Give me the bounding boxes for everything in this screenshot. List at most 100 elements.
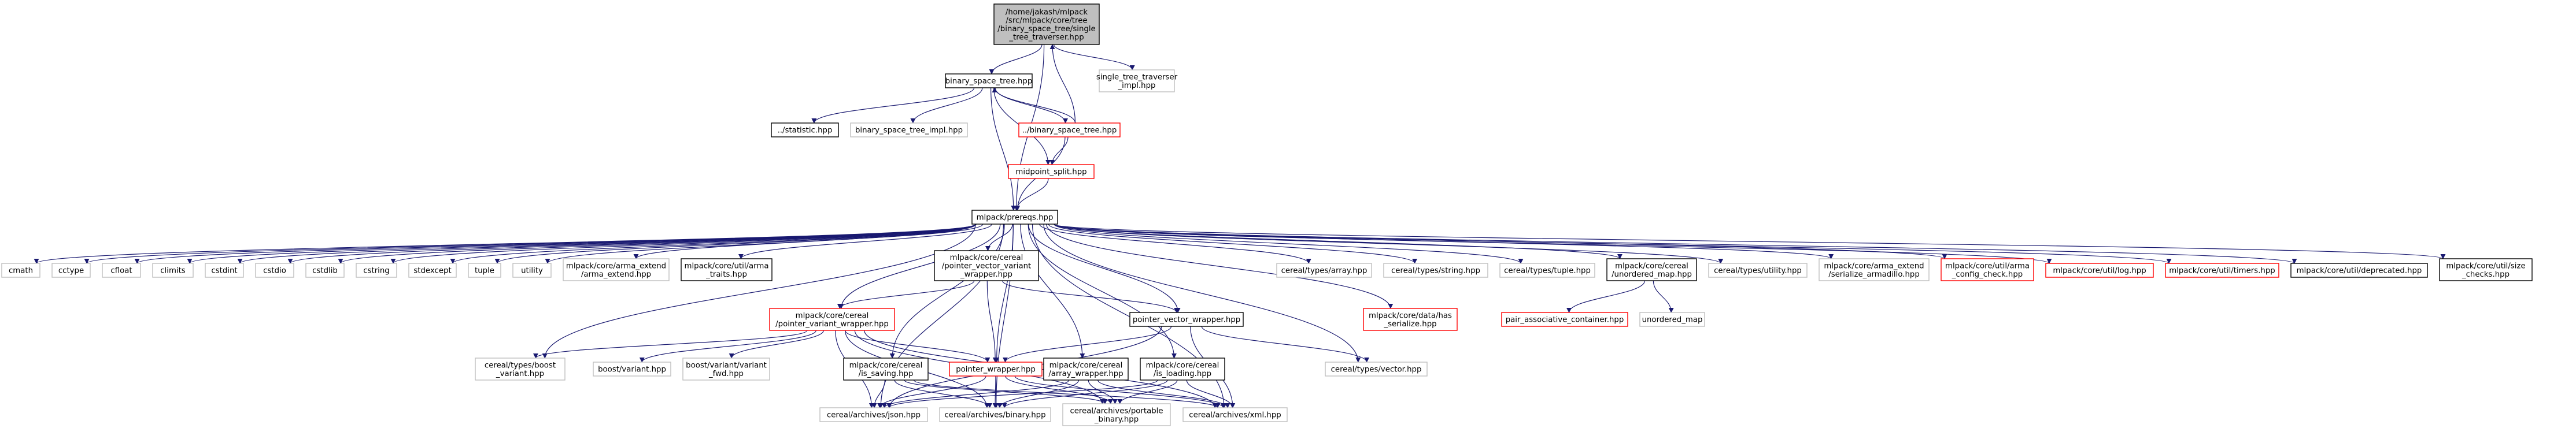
file-node-bsti[interactable]: binary_space_tree_impl.hpp: [850, 122, 968, 137]
file-node-box: [934, 250, 1039, 281]
file-node-label: cmath: [9, 267, 33, 276]
file-node-bvariant[interactable]: boost/variant.hpp: [593, 362, 671, 377]
file-node-log[interactable]: mlpack/core/util/log.hpp: [2045, 263, 2154, 278]
file-node-armaext[interactable]: mlpack/core/arma_extend/arma_extend.hpp: [563, 258, 670, 281]
file-node-portable[interactable]: cereal/archives/portable_binary.hpp: [1062, 403, 1171, 426]
file-node-cutil[interactable]: cereal/types/utility.hpp: [1708, 263, 1808, 278]
file-node-tuple[interactable]: tuple: [468, 263, 501, 278]
include-edge-umap-to-unmap: [1653, 280, 1674, 313]
file-node-xml[interactable]: cereal/archives/xml.hpp: [1182, 407, 1288, 422]
file-node-label: cereal/archives/json.hpp: [827, 411, 921, 420]
include-edge-ptrw-to-binary: [992, 375, 998, 408]
file-node-box: [939, 407, 1051, 422]
file-node-cstdint[interactable]: cstdint: [205, 263, 244, 278]
file-node-box: [2439, 258, 2533, 281]
file-node-box: [1383, 263, 1488, 278]
include-edge-prereq-to-cstring: [390, 224, 976, 264]
file-node-box: [1606, 258, 1697, 281]
include-edge-prereq-to-isload: [1028, 224, 1177, 359]
file-node-box: [1276, 263, 1372, 278]
file-node-label: _fwd.hpp: [708, 370, 744, 378]
file-node-label: cctype: [58, 267, 84, 276]
file-node-prereq[interactable]: mlpack/prereqs.hpp: [971, 210, 1058, 225]
file-node-json[interactable]: cereal/archives/json.hpp: [819, 407, 928, 422]
file-node-size[interactable]: mlpack/core/util/size_checks.hpp: [2439, 258, 2533, 281]
file-node-box: [512, 263, 552, 278]
file-node-box: [1140, 358, 1225, 381]
file-node-arrw[interactable]: mlpack/core/cereal/array_wrapper.hpp: [1043, 358, 1129, 381]
file-node-boostv[interactable]: cereal/types/boost_variant.hpp: [475, 358, 566, 381]
file-node-timers[interactable]: mlpack/core/util/timers.hpp: [2165, 263, 2279, 278]
file-node-bvfwd[interactable]: boost/variant/variant_fwd.hpp: [682, 358, 770, 381]
include-edge-prereq-to-pvecw: [1028, 224, 1181, 313]
file-node-label: mlpack/core/util/log.hpp: [2053, 267, 2146, 276]
file-node-umap[interactable]: mlpack/core/cereal/unordered_map.hpp: [1606, 258, 1697, 281]
include-edge-prereq-to-arrw: [1020, 224, 1085, 359]
include-edge-prereq-to-climits: [187, 224, 976, 264]
file-node-serarma[interactable]: mlpack/core/arma_extend/serialize_armadi…: [1819, 258, 1930, 281]
file-node-unmap[interactable]: unordered_map: [1639, 312, 1705, 327]
include-edge-issave-to-portable: [904, 379, 1108, 404]
file-node-box: [682, 358, 770, 381]
file-node-binary[interactable]: cereal/archives/binary.hpp: [939, 407, 1051, 422]
file-node-depr[interactable]: mlpack/core/util/deprecated.hpp: [2290, 263, 2428, 278]
file-node-root[interactable]: /home/jakash/mlpack/src/mlpack/core/tree…: [993, 3, 1100, 45]
file-node-cstdlib[interactable]: cstdlib: [305, 263, 345, 278]
file-node-dbst[interactable]: ../binary_space_tree.hpp: [1018, 122, 1121, 137]
file-node-stat[interactable]: ../statistic.hpp: [771, 122, 839, 137]
file-node-cfloat[interactable]: cfloat: [102, 263, 141, 278]
file-node-label: mlpack/core/cereal: [1146, 361, 1219, 370]
file-node-label: cereal/types/tuple.hpp: [1504, 267, 1591, 276]
file-node-string[interactable]: cereal/types/string.hpp: [1383, 263, 1488, 278]
file-node-label: mlpack/core/arma_extend: [566, 262, 666, 270]
file-node-issave[interactable]: mlpack/core/cereal/is_saving.hpp: [843, 358, 929, 381]
file-node-label: cfloat: [110, 267, 132, 276]
include-edge-prereq-to-armaext: [633, 224, 984, 259]
include-edge-prereq-to-cstdint: [237, 224, 976, 264]
file-node-ctuple[interactable]: cereal/types/tuple.hpp: [1499, 263, 1595, 278]
file-node-stti[interactable]: single_tree_traverser_impl.hpp: [1096, 69, 1178, 92]
file-node-mid[interactable]: midpoint_split.hpp: [1008, 164, 1095, 179]
file-node-stdexcept[interactable]: stdexcept: [408, 263, 457, 278]
include-edge-dbst-to-root: [1049, 44, 1076, 124]
file-node-box: [1941, 258, 2034, 281]
file-node-climits[interactable]: climits: [152, 263, 194, 278]
file-node-pvvw[interactable]: mlpack/core/cereal/pointer_vector_varian…: [934, 250, 1039, 281]
file-node-label: _impl.hpp: [1118, 81, 1156, 90]
file-node-box: [949, 362, 1043, 377]
file-node-cstring[interactable]: cstring: [356, 263, 397, 278]
include-edge-issave-to-xml: [913, 379, 1221, 408]
file-node-utility[interactable]: utility: [512, 263, 552, 278]
file-node-label: /src/mlpack/core/tree: [1006, 16, 1087, 25]
include-edge-pvw-to-bvfwd: [729, 330, 824, 359]
file-node-pairac[interactable]: pair_associative_container.hpp: [1501, 312, 1628, 327]
file-node-label: /is_saving.hpp: [859, 370, 914, 378]
file-node-pvw[interactable]: mlpack/core/cereal/pointer_variant_wrapp…: [769, 308, 895, 331]
file-node-box: [305, 263, 345, 278]
file-node-box: [102, 263, 141, 278]
file-node-isload[interactable]: mlpack/core/cereal/is_loading.hpp: [1140, 358, 1225, 381]
include-edge-issave-to-binary: [894, 379, 992, 408]
file-node-box: [945, 73, 1033, 88]
file-node-cmath[interactable]: cmath: [1, 263, 40, 278]
include-edge-isload-to-binary: [1001, 379, 1168, 408]
file-nodes: /home/jakash/mlpack/src/mlpack/core/tree…: [1, 3, 2533, 426]
file-node-label: unordered_map: [1642, 316, 1703, 325]
include-edge-prereq-to-log: [1054, 224, 2052, 264]
file-node-hasser[interactable]: mlpack/core/data/has_serialize.hpp: [1363, 308, 1458, 331]
file-node-armatraits[interactable]: mlpack/core/util/arma_traits.hpp: [681, 258, 773, 281]
file-node-cstdio[interactable]: cstdio: [255, 263, 294, 278]
include-edge-pvw-to-boostv: [533, 330, 808, 359]
file-node-cctype[interactable]: cctype: [51, 263, 91, 278]
file-node-label: mlpack/core/util/arma: [1945, 262, 2030, 270]
file-node-vector[interactable]: cereal/types/vector.hpp: [1325, 362, 1428, 377]
file-node-bst[interactable]: binary_space_tree.hpp: [945, 73, 1033, 88]
file-node-box: [1062, 403, 1171, 426]
file-node-array[interactable]: cereal/types/array.hpp: [1276, 263, 1372, 278]
include-edge-prereq-to-cstdio: [287, 224, 976, 264]
file-node-pvecw[interactable]: pointer_vector_wrapper.hpp: [1129, 312, 1244, 327]
include-edge-prereq-to-boostv: [542, 224, 976, 359]
file-node-ptrw[interactable]: pointer_wrapper.hpp: [949, 362, 1043, 377]
file-node-armacfg[interactable]: mlpack/core/util/arma_config_check.hpp: [1941, 258, 2034, 281]
file-node-box: [205, 263, 244, 278]
